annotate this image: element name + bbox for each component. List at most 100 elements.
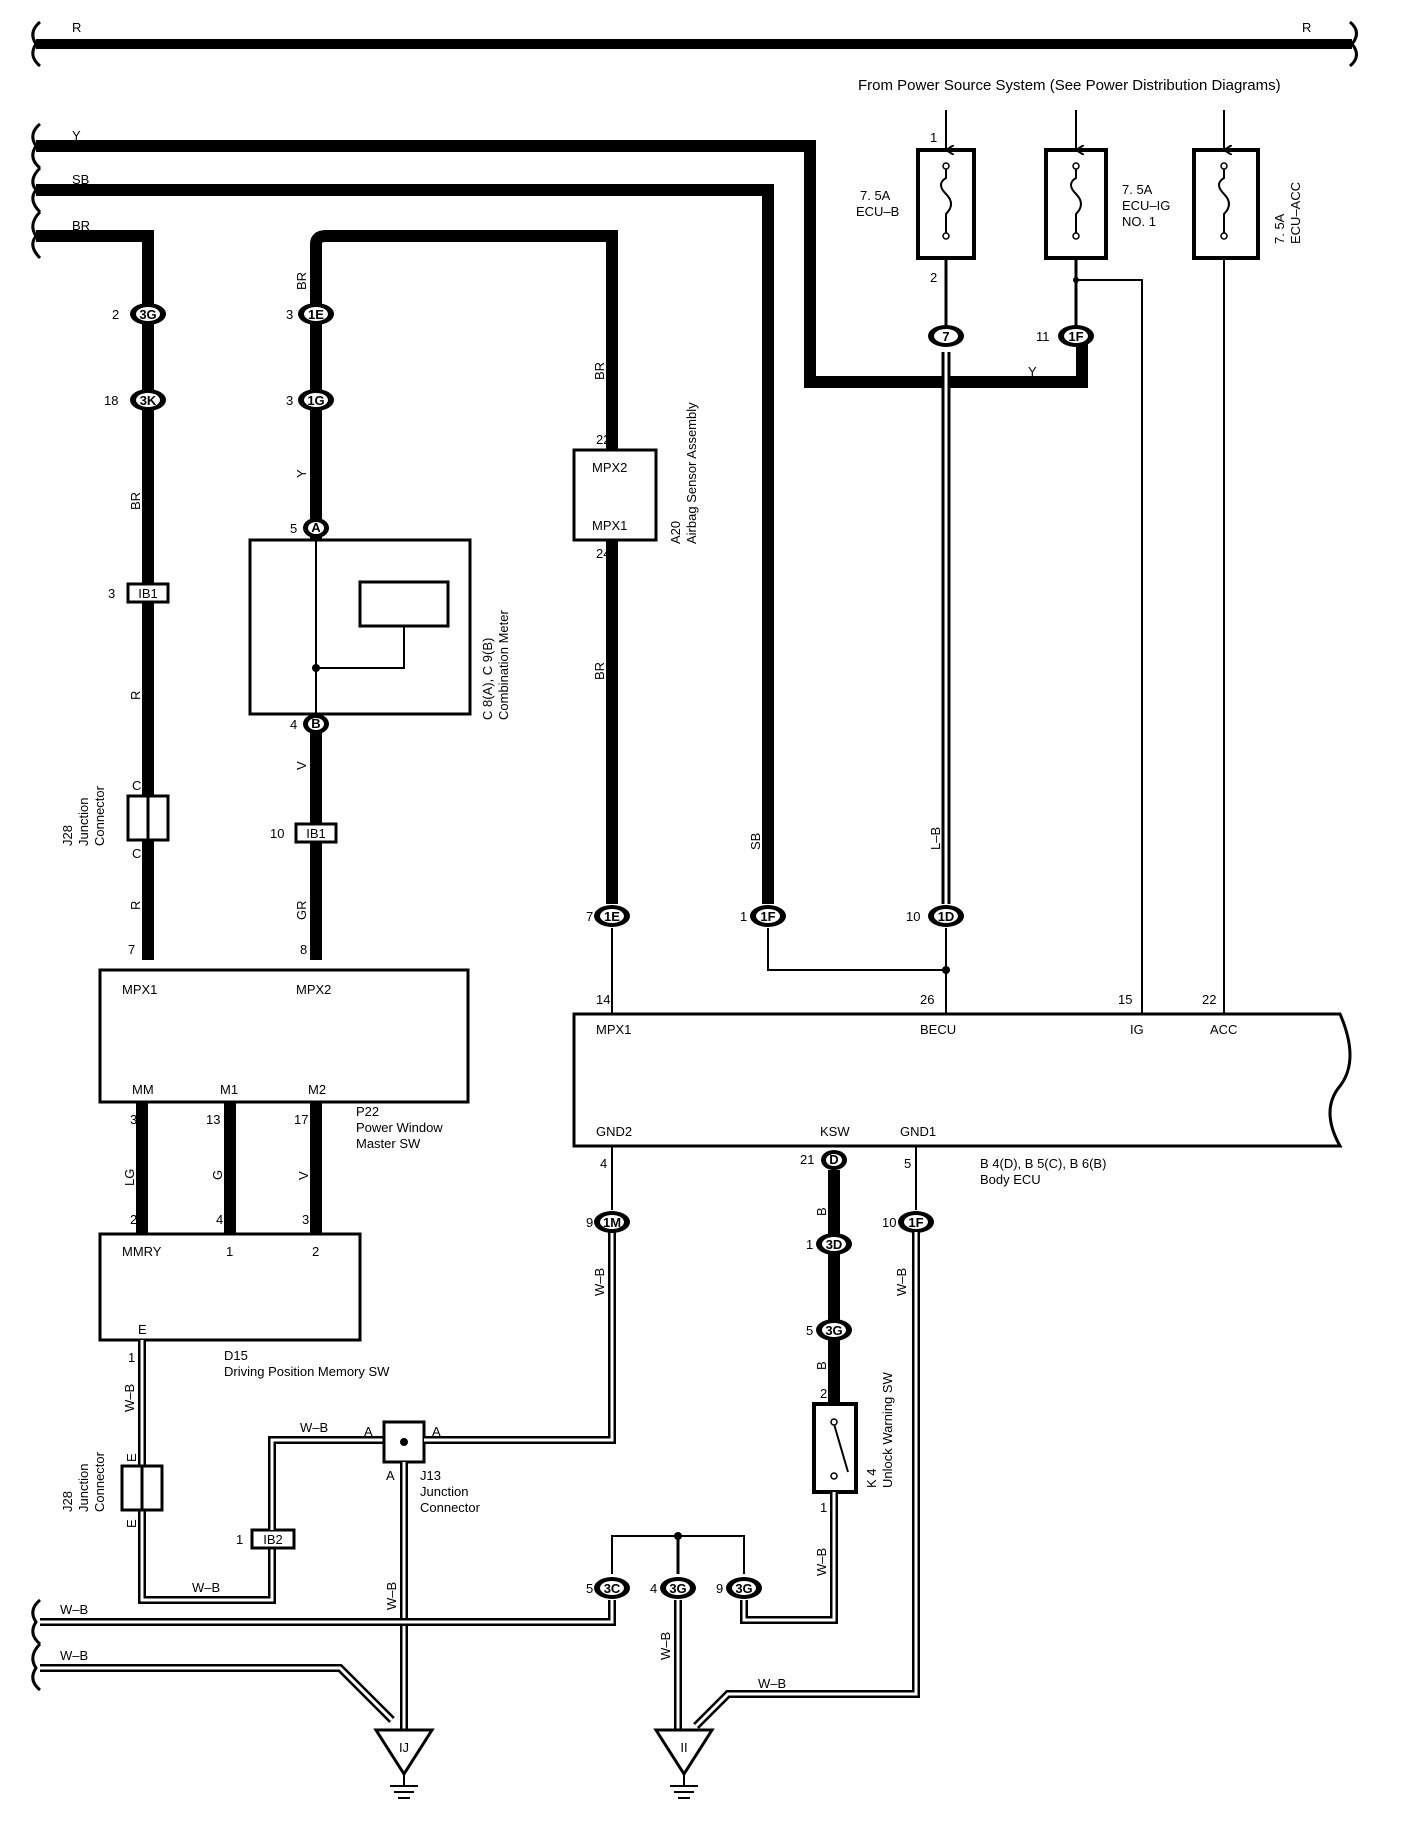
sb-wire-label: SB (748, 833, 763, 850)
svg-text:E: E (124, 1453, 139, 1462)
svg-text:7: 7 (128, 942, 135, 957)
svg-text:9: 9 (586, 1215, 593, 1230)
svg-text:2: 2 (312, 1244, 319, 1259)
svg-text:Junction: Junction (420, 1484, 468, 1499)
br-rail-label: BR (72, 218, 90, 233)
power-source-note: From Power Source System (See Power Dist… (858, 77, 1281, 94)
svg-text:B: B (814, 1361, 829, 1370)
svg-text:5: 5 (904, 1156, 911, 1171)
svg-text:GND2: GND2 (596, 1124, 632, 1139)
connector-3d: 3D 1 (806, 1233, 852, 1255)
junction-connector-j13: A A A J13 Junction Connector (364, 1420, 481, 1515)
svg-text:3: 3 (286, 307, 293, 322)
connector-ib1-mid: IB1 10 (270, 822, 338, 844)
fuse-ecu-b-pin-out: 2 (930, 270, 937, 285)
connector-1e-top: 1E 3 (286, 303, 334, 325)
fuse-ecu-ig-name: ECU–IG (1122, 198, 1170, 213)
svg-text:1: 1 (820, 1500, 827, 1515)
fuse-ecu-acc-amp: 7. 5A (1272, 213, 1287, 244)
svg-text:E: E (138, 1322, 147, 1337)
svg-text:C: C (132, 846, 141, 861)
v-label-mid: V (294, 761, 309, 770)
fuse-ecu-ig-amp: 7. 5A (1122, 182, 1153, 197)
svg-text:3D: 3D (826, 1237, 843, 1252)
br-label-airbag-top: BR (592, 362, 607, 380)
svg-text:P22: P22 (356, 1104, 379, 1119)
svg-text:10: 10 (882, 1215, 896, 1230)
svg-text:Master SW: Master SW (356, 1136, 421, 1151)
svg-text:26: 26 (920, 992, 934, 1007)
svg-text:3G: 3G (825, 1323, 842, 1338)
svg-text:21: 21 (800, 1152, 814, 1167)
svg-text:W–B: W–B (814, 1548, 829, 1576)
y-wire-label: Y (1028, 364, 1037, 379)
svg-text:15: 15 (1118, 992, 1132, 1007)
svg-text:W–B: W–B (894, 1268, 909, 1296)
svg-text:1E: 1E (308, 307, 324, 322)
svg-text:1: 1 (236, 1532, 243, 1547)
svg-text:BECU: BECU (920, 1022, 956, 1037)
connector-b-meter: B 4 (290, 714, 329, 734)
svg-text:3: 3 (302, 1212, 309, 1227)
r-label-left-col-1: R (128, 691, 143, 700)
r-rail: R R (31, 20, 1358, 68)
connector-ib2: IB2 1 (236, 1528, 296, 1550)
fuse-ecu-b-pin-in: 1 (930, 130, 937, 145)
svg-text:1: 1 (226, 1244, 233, 1259)
connector-1e-ecu: 1E 7 (586, 905, 630, 927)
svg-text:22: 22 (1202, 992, 1216, 1007)
fuse-ecu-b-amp: 7. 5A (860, 188, 891, 203)
svg-text:MM: MM (132, 1082, 154, 1097)
y-wire (36, 140, 1088, 388)
svg-text:E: E (124, 1519, 139, 1528)
connector-ib1-left: IB1 3 (108, 582, 170, 604)
svg-text:MPX1: MPX1 (592, 518, 627, 533)
svg-text:W–B: W–B (122, 1384, 137, 1412)
fuse-ecu-acc-name: ECU–ACC (1288, 182, 1303, 244)
svg-text:7: 7 (586, 909, 593, 924)
svg-text:3: 3 (286, 393, 293, 408)
svg-text:1: 1 (740, 909, 747, 924)
svg-text:18: 18 (104, 393, 118, 408)
svg-text:Body ECU: Body ECU (980, 1172, 1041, 1187)
power-window-master-sw: MPX1 MPX2 MM M1 M2 P22 Power Window Mast… (98, 968, 470, 1151)
svg-text:3C: 3C (604, 1581, 621, 1596)
svg-text:KSW: KSW (820, 1124, 850, 1139)
svg-text:1F: 1F (760, 909, 775, 924)
svg-text:IB1: IB1 (306, 826, 326, 841)
wb-rail-label-top: W–B (60, 1602, 88, 1617)
connector-1f-gnd1: 1F 10 (882, 1211, 934, 1233)
connector-3k: 3K 18 (104, 389, 166, 411)
svg-text:MMRY: MMRY (122, 1244, 162, 1259)
combination-meter: C 8(A), C 9(B) Combination Meter (248, 530, 511, 724)
connector-3g-top: 3G 2 (112, 303, 166, 325)
svg-text:Driving Position Memory SW: Driving Position Memory SW (224, 1364, 390, 1379)
connector-a-meter: A 5 (290, 518, 329, 538)
svg-text:Connector: Connector (92, 785, 107, 846)
connector-1g: 1G 3 (286, 389, 334, 411)
wb-rail-label-bottom: W–B (60, 1648, 88, 1663)
svg-text:J13: J13 (420, 1468, 441, 1483)
svg-text:1M: 1M (603, 1215, 621, 1230)
br-wire-left (36, 230, 154, 960)
svg-text:D15: D15 (224, 1348, 248, 1363)
svg-text:4: 4 (216, 1212, 223, 1227)
gr-label-mid: GR (294, 901, 309, 921)
svg-text:MPX2: MPX2 (592, 460, 627, 475)
connector-1f-ecuig: 1F 11 (1036, 325, 1094, 347)
svg-text:IG: IG (1130, 1022, 1144, 1037)
svg-text:B 4(D), B 5(C), B 6(B): B 4(D), B 5(C), B 6(B) (980, 1156, 1106, 1171)
connector-d-ksw: D 21 (800, 1150, 847, 1170)
svg-text:1G: 1G (307, 393, 324, 408)
fuse-ecu-ig-name2: NO. 1 (1122, 214, 1156, 229)
junction-connector-j28-bottom: E E J28 Junction Connector (60, 1451, 164, 1528)
svg-text:A: A (386, 1468, 395, 1483)
svg-text:13: 13 (206, 1112, 220, 1127)
svg-text:8: 8 (300, 942, 307, 957)
svg-text:1D: 1D (938, 909, 955, 924)
svg-text:A20: A20 (668, 521, 683, 544)
svg-text:C: C (132, 778, 141, 793)
svg-text:14: 14 (596, 992, 610, 1007)
svg-text:GND1: GND1 (900, 1124, 936, 1139)
